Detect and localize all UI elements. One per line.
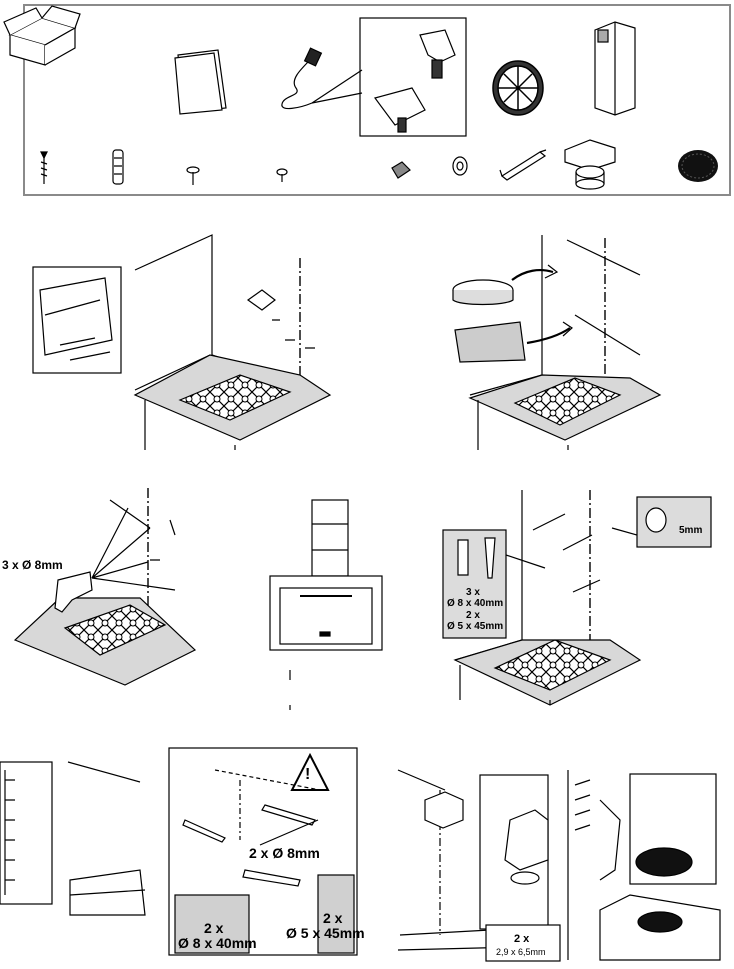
motor-housing-icon bbox=[564, 139, 616, 190]
step8-carbon-filter bbox=[567, 770, 721, 961]
step5-spec-qty-1: 3 x bbox=[466, 587, 480, 598]
power-cable-icon bbox=[281, 47, 323, 110]
step4-hood-front-view bbox=[269, 499, 383, 710]
fan-filter-icon bbox=[492, 60, 544, 116]
plug-adapter-icon bbox=[311, 17, 467, 137]
step5-spec-size-1: Ø 8 x 40mm bbox=[447, 598, 504, 609]
chimney-cover-icon bbox=[594, 21, 636, 116]
washer-icon bbox=[452, 156, 468, 176]
step5-spec-qty-2: 2 x bbox=[466, 610, 480, 621]
mounting-bar-icon bbox=[499, 149, 547, 181]
step7-screw-size: 2,9 x 6,5mm bbox=[496, 947, 546, 957]
bracket-clip-icon bbox=[391, 161, 411, 179]
step6-left-wall-view bbox=[0, 761, 146, 916]
step2-mark-template bbox=[452, 235, 662, 450]
step1-measure-wall bbox=[32, 234, 332, 450]
step6-screw-size: Ø 5 x 45mm bbox=[286, 925, 365, 941]
step6-plug-size: Ø 8 x 40mm bbox=[178, 935, 257, 951]
step5-spec-size-2: Ø 5 x 45mm bbox=[447, 621, 504, 632]
step3-drill-holes bbox=[13, 488, 197, 686]
step5-insert-plugs bbox=[442, 490, 712, 706]
parts-panel bbox=[3, 4, 731, 196]
box-icon bbox=[3, 5, 81, 66]
screw-icon bbox=[40, 151, 48, 184]
carbon-filter-icon bbox=[678, 150, 718, 182]
step5-gap-label: 5mm bbox=[679, 525, 703, 536]
step3-drill-label: 3 x Ø 8mm bbox=[2, 558, 63, 572]
step6-drill-label: 2 x Ø 8mm bbox=[249, 845, 320, 861]
step6-plug-qty: 2 x bbox=[204, 920, 224, 936]
step6-screw-qty: 2 x bbox=[323, 910, 343, 926]
step6-warning-symbol: ! bbox=[305, 766, 311, 783]
small-screw-icon bbox=[186, 166, 200, 185]
tiny-screw-icon bbox=[276, 168, 288, 182]
wall-plug-icon bbox=[112, 149, 124, 185]
step7-screw-qty: 2 x bbox=[514, 933, 530, 945]
step6-detail-panel bbox=[168, 747, 358, 956]
manual-icon bbox=[174, 49, 227, 115]
step7-motor-fit bbox=[397, 769, 561, 962]
